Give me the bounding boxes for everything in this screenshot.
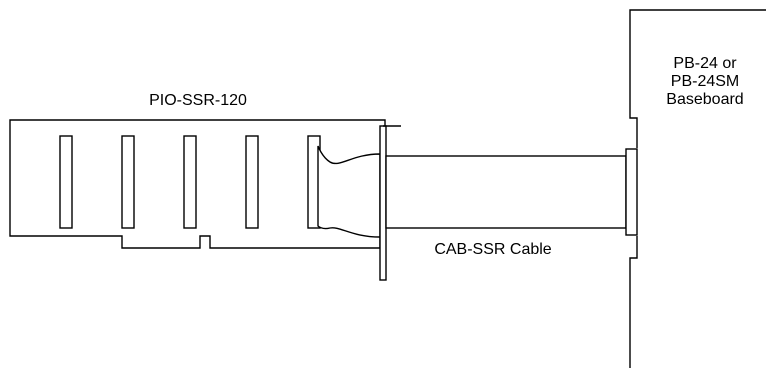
board-label: PIO-SSR-120 xyxy=(149,92,247,109)
board-slot-4 xyxy=(245,135,259,229)
mounting-bracket xyxy=(379,125,387,281)
cable-end-connector xyxy=(625,148,638,236)
baseboard-label-line-1: PB-24 or xyxy=(673,55,737,72)
board-slot-3 xyxy=(183,135,197,229)
board-slot-1 xyxy=(59,135,73,229)
pb-24-baseboard xyxy=(629,9,766,368)
board-slot-2 xyxy=(121,135,135,229)
baseboard-label-line-3: Baseboard xyxy=(666,91,743,108)
cab-ssr-cable-body xyxy=(385,155,627,229)
cable-label: CAB-SSR Cable xyxy=(434,241,551,258)
ribbon-cable-bend xyxy=(317,145,381,238)
baseboard-label-line-2: PB-24SM xyxy=(671,73,739,90)
